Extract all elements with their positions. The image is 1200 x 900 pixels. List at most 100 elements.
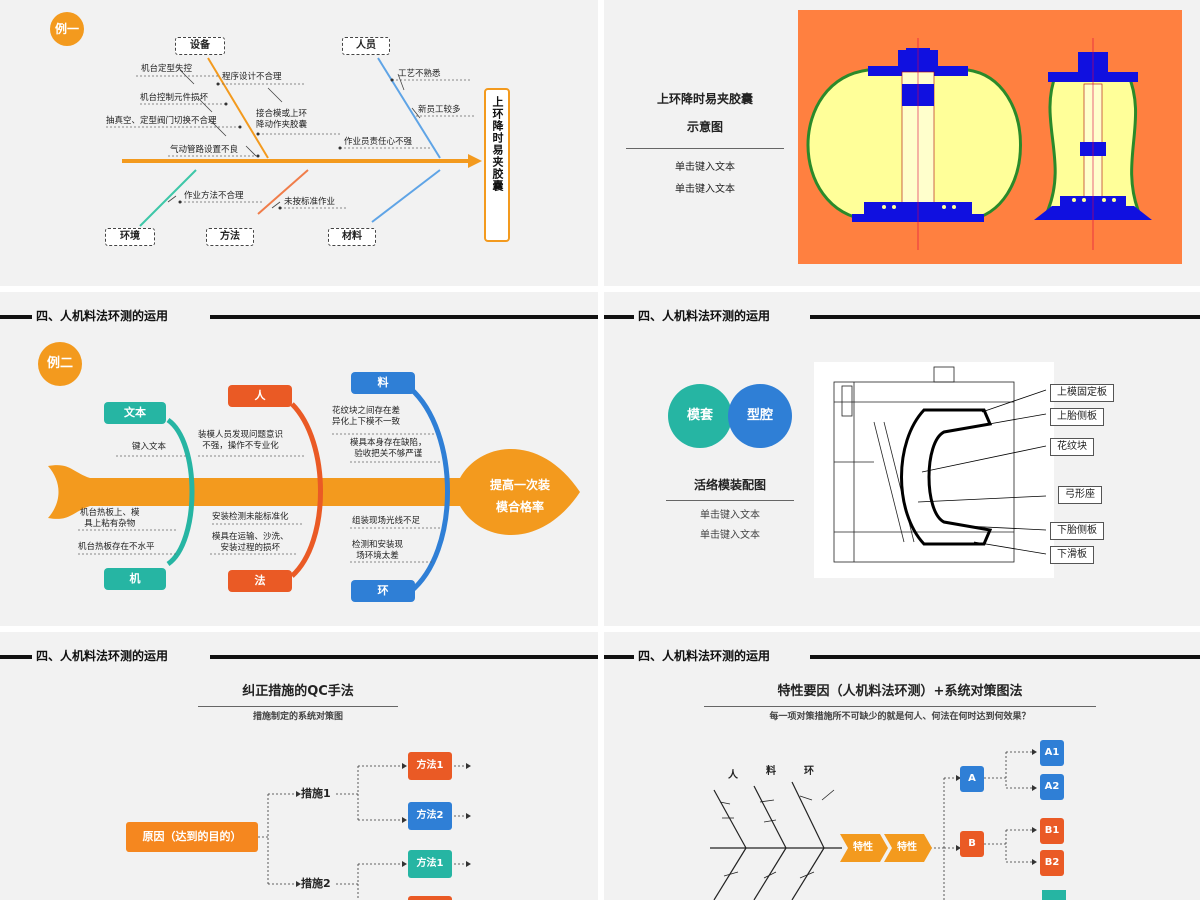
- root-cause-box: 原因（达到的目的）: [126, 822, 258, 852]
- section-title: 四、人机料法环测的运用: [638, 309, 771, 323]
- placeholder-text: 单击键入文本: [675, 184, 735, 195]
- example-badge: 例二: [38, 342, 82, 386]
- cause-label: 机台定型失控: [141, 64, 193, 74]
- tag-machine: 机: [104, 568, 166, 590]
- category-personnel: 人员: [342, 37, 390, 55]
- fish-head-goal: 提高一次装 模合格率: [489, 478, 550, 514]
- effect-box: 上环降时易夹胶囊: [484, 88, 510, 242]
- tag-environment: 环: [351, 580, 415, 602]
- qc-title: 纠正措施的QC手法: [242, 684, 354, 699]
- method-box: 方法1: [408, 850, 452, 878]
- section-header: 四、人机料法环测的运用: [604, 648, 1200, 664]
- factor-label: 环: [804, 766, 814, 777]
- part-label: 下滑板: [1050, 546, 1094, 564]
- cause-label: 模具在运输、沙洗、 安装过程的损坏: [212, 532, 289, 553]
- cause-label: 花纹块之间存在差 异化上下模不一致: [332, 406, 401, 427]
- characteristic-arrow: 特性: [853, 842, 873, 853]
- cause-label: 安装检测未能标准化: [212, 512, 289, 522]
- method-box-cut: [408, 896, 452, 900]
- divider: [198, 706, 398, 707]
- placeholder-text: 单击键入文本: [700, 530, 760, 541]
- part-label: 上胎侧板: [1050, 408, 1104, 426]
- cause-label: 作业员责任心不强: [344, 137, 413, 147]
- header-rule: [0, 655, 32, 659]
- header-rule: [604, 315, 634, 319]
- section-title: 四、人机料法环测的运用: [36, 649, 169, 663]
- divider: [666, 500, 794, 501]
- cause-label: 新员工较多: [418, 105, 461, 115]
- section-title: 四、人机料法环测的运用: [36, 309, 169, 323]
- part-label: 下胎侧板: [1050, 522, 1104, 540]
- section-title: 四、人机料法环测的运用: [638, 649, 771, 663]
- header-rule: [210, 655, 598, 659]
- header-rule: [0, 315, 32, 319]
- part-label: 弓形座: [1058, 486, 1102, 504]
- divider: [626, 148, 784, 149]
- diagram-subtitle: 示意图: [686, 120, 723, 134]
- cause-label: 组装现场光线不足: [352, 516, 421, 526]
- fish-diagram: [48, 386, 580, 594]
- part-label: 花纹块: [1050, 438, 1094, 456]
- factor-title: 特性要因（人机料法环测）+系统对策图法: [777, 684, 1023, 699]
- header-rule: [810, 315, 1200, 319]
- slide-qc-measures[interactable]: 四、人机料法环测的运用 纠正措施的QC手法 措施制定的系统对策图: [0, 632, 598, 900]
- cause-label: 机台热板上、模 具上粘有杂物: [80, 508, 140, 529]
- category-method: 方法: [206, 228, 254, 246]
- cause-label: 抽真空、定型阀门切换不合理: [106, 116, 217, 126]
- cause-label: 键入文本: [132, 442, 167, 452]
- category-environment: 环境: [105, 228, 155, 246]
- example-badge: 例一: [50, 12, 84, 46]
- tag-person: 人: [228, 385, 292, 407]
- method-box: 方法2: [408, 802, 452, 830]
- measure-2-label: 措施2: [301, 877, 331, 890]
- part-label: 上模固定板: [1050, 384, 1114, 402]
- cause-label: 机台控制元件损坏: [140, 93, 209, 103]
- cause-label: 工艺不熟悉: [398, 69, 441, 79]
- cause-label: 机台热板存在不水平: [78, 542, 155, 552]
- node-b2: B2: [1040, 850, 1064, 876]
- cause-label: 模具本身存在缺陷， 验收把关不够严谨: [350, 438, 427, 459]
- factor-tree-lines: [710, 749, 1066, 900]
- bladder-illustration: [798, 10, 1182, 264]
- slide-mold-assembly[interactable]: 四、人机料法环测的运用 模套 型腔 活络模装配图 单击键入文本 单击键入文本: [604, 292, 1200, 626]
- node-a: A: [960, 766, 984, 792]
- factor-label: 料: [766, 766, 776, 777]
- header-rule: [210, 315, 598, 319]
- section-header: 四、人机料法环测的运用: [0, 648, 598, 664]
- node-a1: A1: [1040, 740, 1064, 766]
- tag-text: 文本: [104, 402, 166, 424]
- slide-characteristic-factors[interactable]: 四、人机料法环测的运用 特性要因（人机料法环测）+系统对策图法 每一项对策措施所…: [604, 632, 1200, 900]
- measure-1-label: 措施1: [301, 787, 331, 800]
- node-b: B: [960, 831, 984, 857]
- assembly-title: 活络模装配图: [693, 478, 766, 492]
- cause-label: 程序设计不合理: [222, 72, 282, 82]
- section-header: 四、人机料法环测的运用: [0, 308, 598, 324]
- factor-subtitle: 每一项对策措施所不可缺少的就是何人、何法在何时达到何效果？: [769, 712, 1031, 722]
- divider: [704, 706, 1096, 707]
- diagram-title: 上环降时易夹胶囊: [656, 92, 753, 106]
- circle-mold-sleeve: 模套: [668, 384, 732, 448]
- fishbone-lines: [106, 57, 482, 227]
- tag-material: 料: [351, 372, 415, 394]
- header-rule: [604, 655, 634, 659]
- cause-label: 未按标准作业: [284, 197, 336, 207]
- section-header: 四、人机料法环测的运用: [604, 308, 1200, 324]
- category-material: 材料: [328, 228, 376, 246]
- method-box: 方法1: [408, 752, 452, 780]
- factor-label: 人: [728, 770, 738, 781]
- measure-tree-lines: [258, 763, 471, 900]
- slide-fishbone-example-2[interactable]: 四、人机料法环测的运用 例二 文本 人 料 机 法 环 键入文本 机台热板上、模…: [0, 292, 598, 626]
- cause-label: 接合模或上环 降动作夹胶囊: [256, 109, 308, 130]
- tag-method: 法: [228, 570, 292, 592]
- characteristic-arrow: 特性: [897, 842, 917, 853]
- category-equipment: 设备: [175, 37, 225, 55]
- header-rule: [810, 655, 1200, 659]
- cause-label: 装模人员发现问题意识 不强，操作不专业化: [198, 430, 284, 451]
- slide-fishbone-example-1[interactable]: 例一: [0, 0, 598, 286]
- mold-drawing: [814, 362, 1054, 578]
- cause-label: 作业方法不合理: [184, 191, 244, 201]
- effect-text: 上环降时易夹胶囊: [491, 96, 504, 192]
- slide-bladder-diagram[interactable]: 上环降时易夹胶囊 示意图 单击键入文本 单击键入文本: [604, 0, 1200, 286]
- node-b1: B1: [1040, 818, 1064, 844]
- qc-subtitle: 措施制定的系统对策图: [252, 712, 343, 722]
